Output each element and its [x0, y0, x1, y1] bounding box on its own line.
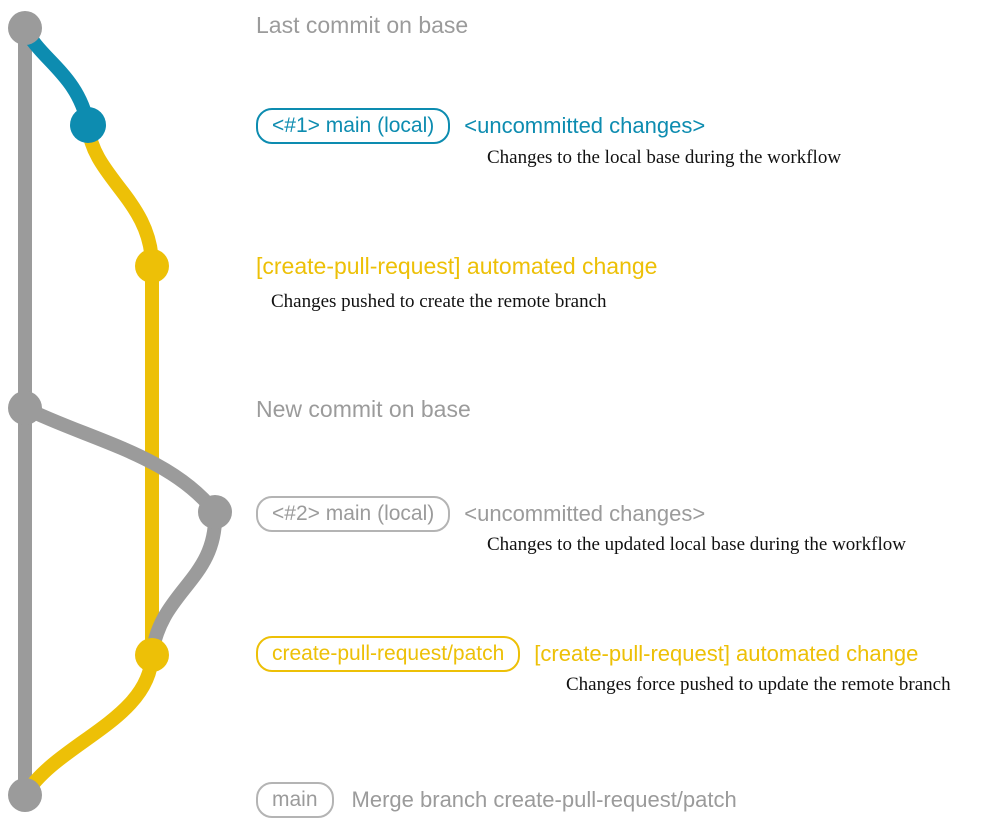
node-merge-commit[interactable] — [8, 778, 42, 812]
edge-local1-to-patch1 — [81, 118, 159, 273]
commit-subject-patch-branch: [create-pull-request] automated change — [534, 641, 919, 666]
node-base-new-commit[interactable] — [8, 391, 42, 425]
node-local-commit-2[interactable] — [198, 495, 232, 529]
node-base-head[interactable] — [8, 11, 42, 45]
note-local-main-1: Changes to the local base during the wor… — [487, 147, 842, 168]
headline-last-commit-on-base: Last commit on base — [256, 12, 469, 38]
branch-pill-create-pull-request-patch[interactable]: create-pull-request/patch — [256, 636, 521, 672]
commit-subject-merge-main: Merge branch create-pull-request/patch — [351, 787, 737, 812]
entry-merge-main: main Merge branch create-pull-request/pa… — [256, 782, 737, 818]
entry-local-main-2: <#2> main (local) <uncommitted changes> — [256, 496, 705, 532]
node-local-commit-1[interactable] — [70, 107, 106, 143]
branch-pill-local-main-2[interactable]: <#2> main (local) — [256, 496, 451, 532]
commit-subject-local-main-1: <uncommitted changes> — [464, 113, 706, 138]
headline-new-commit-on-base: New commit on base — [256, 396, 471, 422]
node-patch-commit-1[interactable] — [135, 249, 169, 283]
edge-local2-to-patch2 — [145, 505, 223, 662]
note-local-main-2: Changes to the updated local base during… — [487, 534, 906, 555]
headline-automated-change-1: [create-pull-request] automated change — [256, 253, 658, 279]
node-patch-commit-2[interactable] — [135, 638, 169, 672]
branch-pill-local-main-1[interactable]: <#1> main (local) — [256, 108, 451, 144]
branch-pill-main[interactable]: main — [256, 782, 334, 818]
note-automated-change-1: Changes pushed to create the remote bran… — [271, 291, 607, 312]
entry-local-main-1: <#1> main (local) <uncommitted changes> — [256, 108, 705, 144]
commit-subject-local-main-2: <uncommitted changes> — [464, 501, 706, 526]
edge-base-to-local2 — [18, 401, 222, 519]
entry-patch-branch: create-pull-request/patch [create-pull-r… — [256, 636, 918, 672]
note-patch-branch: Changes force pushed to update the remot… — [566, 674, 951, 695]
edge-patch2-to-merge — [18, 648, 159, 802]
